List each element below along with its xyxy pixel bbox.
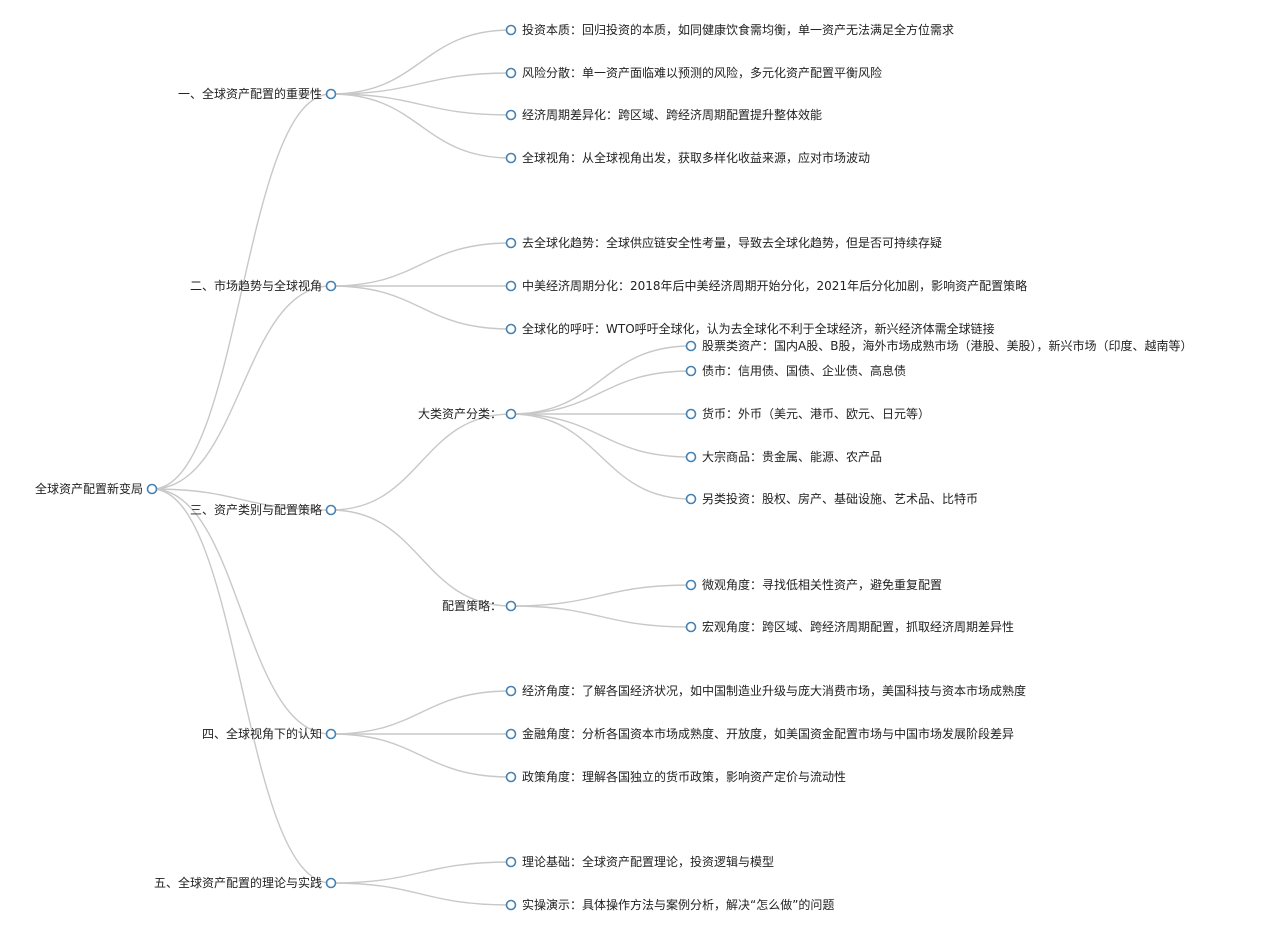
tree-link (510, 413, 692, 458)
leaf-node-label: 去全球化趋势：全球供应链安全性考量，导致去全球化趋势，但是否可持续存疑 (522, 235, 942, 250)
tree-link (330, 285, 512, 330)
tree-link (510, 605, 692, 628)
tree-node-circle[interactable] (685, 579, 697, 591)
tree-link (330, 242, 512, 287)
tree-node-circle[interactable] (505, 323, 517, 335)
tree-node-circle[interactable] (505, 771, 517, 783)
tree-node-circle[interactable] (505, 152, 517, 164)
leaf-node-label: 中美经济周期分化：2018年后中美经济周期开始分化，2021年后分化加剧，影响资… (522, 278, 1027, 293)
tree-link (151, 488, 332, 884)
tree-link (510, 370, 692, 415)
tree-link (330, 509, 512, 607)
tree-link (510, 584, 692, 607)
branch-node-label: 配置策略： (442, 598, 502, 613)
leaf-node-label: 债市：信用债、国债、企业债、高息债 (702, 363, 906, 378)
tree-link (330, 72, 512, 95)
tree-link (330, 882, 512, 906)
tree-node-circle[interactable] (325, 280, 337, 292)
branch-node-label: 四、全球视角下的认知 (202, 726, 322, 741)
tree-link (330, 93, 512, 116)
tree-node-circle[interactable] (505, 237, 517, 249)
tree-link (330, 861, 512, 884)
leaf-node-label: 微观角度：寻找低相关性资产，避免重复配置 (702, 577, 942, 592)
tree-link (330, 690, 512, 735)
tree-node-circle[interactable] (685, 365, 697, 377)
leaf-node-label: 金融角度：分析各国资本市场成熟度、开放度，如美国资金配置市场与中国市场发展阶段差… (522, 726, 1014, 741)
leaf-node-label: 实操演示：具体操作方法与案例分析，解决“怎么做”的问题 (522, 897, 834, 912)
tree-node-circle[interactable] (505, 856, 517, 868)
tree-link (510, 413, 692, 500)
tree-node-circle[interactable] (505, 685, 517, 697)
tree-link (151, 488, 332, 511)
root-node-circle[interactable] (146, 483, 158, 495)
tree-node-circle[interactable] (325, 88, 337, 100)
tree-node-circle[interactable] (505, 728, 517, 740)
tree-link (330, 93, 512, 159)
tree-link (151, 488, 332, 735)
leaf-node-label: 经济角度：了解各国经济状况，如中国制造业升级与庞大消费市场，美国科技与资本市场成… (522, 683, 1026, 698)
leaf-node-label: 全球化的呼吁：WTO呼吁全球化，认为去全球化不利于全球经济，新兴经济体需全球链接 (522, 321, 995, 336)
tree-node-circle[interactable] (685, 408, 697, 420)
tree-node-circle[interactable] (685, 340, 697, 352)
tree-nodes: 全球资产配置新变局 一、全球资产配置的重要性 投资本质：回归投资的本质，如同健康饮食… (35, 22, 1192, 912)
tree-node-circle[interactable] (505, 408, 517, 420)
tree-link (330, 733, 512, 778)
tree-node-circle[interactable] (325, 728, 337, 740)
branch-node-label: 大类资产分类： (418, 407, 502, 421)
leaf-node-label: 经济周期差异化：跨区域、跨经济周期配置提升整体效能 (522, 107, 822, 122)
leaf-node-label: 另类投资：股权、房产、基础设施、艺术品、比特币 (702, 491, 978, 506)
tree-node-circle[interactable] (505, 899, 517, 911)
leaf-node-label: 宏观角度：跨区域、跨经济周期配置，抓取经济周期差异性 (702, 619, 1014, 634)
branch-node-label: 五、全球资产配置的理论与实践 (154, 875, 322, 890)
branch-node-label: 一、全球资产配置的重要性 (178, 86, 322, 101)
tree-link (330, 413, 512, 511)
leaf-node-label: 货币：外币（美元、港币、欧元、日元等） (702, 406, 930, 421)
leaf-node-label: 风险分散：单一资产面临难以预测的风险，多元化资产配置平衡风险 (522, 65, 882, 80)
tree-node-circle[interactable] (505, 24, 517, 36)
tree-node-circle[interactable] (685, 451, 697, 463)
leaf-node-label: 大宗商品：贵金属、能源、农产品 (702, 449, 882, 464)
tree-links (151, 29, 692, 906)
tree-node-circle[interactable] (685, 493, 697, 505)
leaf-node-label: 投资本质：回归投资的本质，如同健康饮食需均衡，单一资产无法满足全方位需求 (522, 22, 954, 37)
branch-node-label: 二、市场趋势与全球视角 (190, 278, 322, 293)
tree-node-circle[interactable] (685, 621, 697, 633)
root-node-label: 全球资产配置新变局 (35, 481, 143, 496)
tree-link (151, 285, 332, 490)
leaf-node-label: 股票类资产：国内A股、B股，海外市场成熟市场（港股、美股），新兴市场（印度、越南… (702, 338, 1192, 353)
tree-link (510, 345, 692, 415)
branch-node-label: 三、资产类别与配置策略 (190, 502, 322, 517)
leaf-node-label: 全球视角：从全球视角出发，获取多样化收益来源，应对市场波动 (522, 150, 870, 165)
tree-node-circle[interactable] (325, 504, 337, 516)
tree-link (151, 93, 332, 490)
tree-node-circle[interactable] (505, 109, 517, 121)
leaf-node-label: 理论基础：全球资产配置理论，投资逻辑与模型 (522, 854, 774, 869)
tree-node-circle[interactable] (505, 280, 517, 292)
leaf-node-label: 政策角度：理解各国独立的货币政策，影响资产定价与流动性 (522, 769, 846, 784)
tree-link (330, 29, 512, 95)
tree-node-circle[interactable] (505, 600, 517, 612)
tree-node-circle[interactable] (505, 67, 517, 79)
tree-node-circle[interactable] (325, 877, 337, 889)
